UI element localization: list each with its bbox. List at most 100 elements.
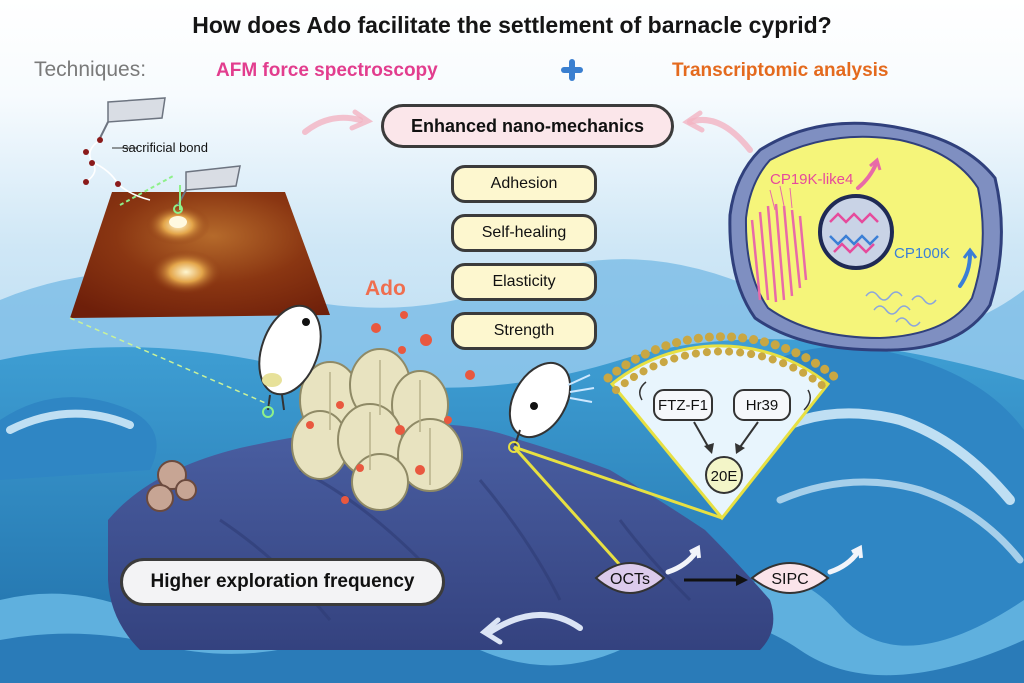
bond-node [83,179,89,185]
octs-label: OCTs [610,571,650,588]
bond-node [83,149,89,155]
ado-label: Ado [365,277,406,300]
swirl-arrow-left [302,114,363,135]
cantilever-lower [185,165,241,191]
hr39-arrow [737,421,759,451]
octs-up-arrow-head [689,544,701,559]
techniques-label: Techniques: [34,58,147,81]
ado-particle [395,425,405,435]
rock-texture [219,468,692,621]
hr39-box [733,389,791,421]
dna-strand-pink-2 [833,242,875,254]
up-arrow-left [639,381,647,401]
hr39-arrow-head [735,443,745,454]
dna-strand-pink [829,212,879,224]
hr39-label: Hr39 [746,397,779,414]
afm-zoom-line [69,317,271,406]
octs-to-sipc-arrow-head [736,574,748,586]
property-self-healing: Self-healing [451,214,597,252]
left-wave-crest [6,409,134,434]
enhanced-nano-mechanics-pill: Enhanced nano-mechanics [381,104,674,148]
connector-to-octs [512,445,622,567]
property-adhesion: Adhesion [451,165,597,203]
figure-title: How does Ado facilitate the settlement o… [192,12,832,38]
small-barnacle [146,484,174,512]
afm-spot-core [169,216,187,228]
sipc-label: SIPC [771,571,808,588]
ado-particle [356,464,364,472]
cyprid-right-body [508,362,572,438]
small-barnacle [175,479,197,501]
plus-icon [561,59,583,81]
protein-blob [895,317,921,327]
ado-particle [415,465,425,475]
membrane-outer [603,332,841,383]
right-wave-crest-2 [776,478,1024,564]
up-arrow-right [803,389,811,411]
swirl-arrow-left-head [349,109,374,131]
cyprid-left-body [258,304,322,396]
return-arrow [487,611,583,635]
transcriptomic-technique-label: Transcriptomic analysis [672,60,889,81]
protein-blob [911,295,937,305]
ftzf1-arrow-head [704,443,714,454]
sipc-up-arrow-head [851,544,863,559]
afm-technique-label: AFM force spectroscopy [216,60,438,81]
cp100k-up-arrow-head [962,247,978,259]
ado-particle [465,370,475,380]
cp100k-up-arrow [958,252,972,288]
cp19k-fibrils [750,203,808,303]
barnacle-ridges [329,360,431,485]
signaling-fan: FTZ-F1 Hr39 20E [603,332,841,521]
dna-strand-blue [829,234,879,246]
afm-spot-bottom [150,250,222,294]
cell: CP19K-like4 CP100K [728,121,1003,352]
barnacle [351,453,409,511]
cyprid-left-eye [302,318,310,326]
ado-particles [306,311,475,504]
cyprid-right-legs [567,374,595,403]
cp19k-up-arrow-head [869,157,882,171]
sipc-shape [750,562,830,594]
barnacle-cluster [291,348,463,511]
afm-panel: sacrificial bond [69,97,330,406]
cyprid-right-eye [530,402,538,410]
ado-particle [336,401,344,409]
cp100k-label: CP100K [894,245,950,262]
protein-blob [873,305,911,315]
hormone-label: 20E [711,468,738,485]
bond-node [97,137,103,143]
cyprid-left-contact [262,406,274,418]
ftzf1-label: FTZ-F1 [658,397,708,414]
cp19k-label: CP19K-like4 [770,171,853,188]
afm-green-dash [119,174,176,206]
membrane-inner [612,347,832,394]
return-arrow-head [479,617,503,645]
cp100k-proteins [865,291,937,327]
fan-background [609,344,831,521]
cyprid-right-contact [508,441,520,453]
ado-particle [371,323,381,333]
hormone-circle [705,456,743,494]
cantilever-upper [107,97,166,123]
bond-node [89,160,95,166]
connector-to-fan [513,445,723,520]
bond-node [115,181,121,187]
cyprid-left [258,304,322,418]
cp19k-up-arrow [856,162,878,190]
ftzf1-box [653,389,713,421]
ado-particle [444,416,452,424]
cyprid-right [508,362,595,453]
property-elasticity: Elasticity [451,263,597,301]
small-barnacles [146,460,197,512]
octs-up-arrow [665,549,699,575]
swirl-arrow-right [687,116,753,153]
cp19k-fibril-tops [769,185,793,211]
ado-particle [398,346,406,354]
cyprid-left-cement [262,373,282,387]
sacrificial-bond-label: sacrificial bond [122,140,208,155]
ado-particle [400,311,408,319]
cantilever-upper-tip [99,121,109,139]
